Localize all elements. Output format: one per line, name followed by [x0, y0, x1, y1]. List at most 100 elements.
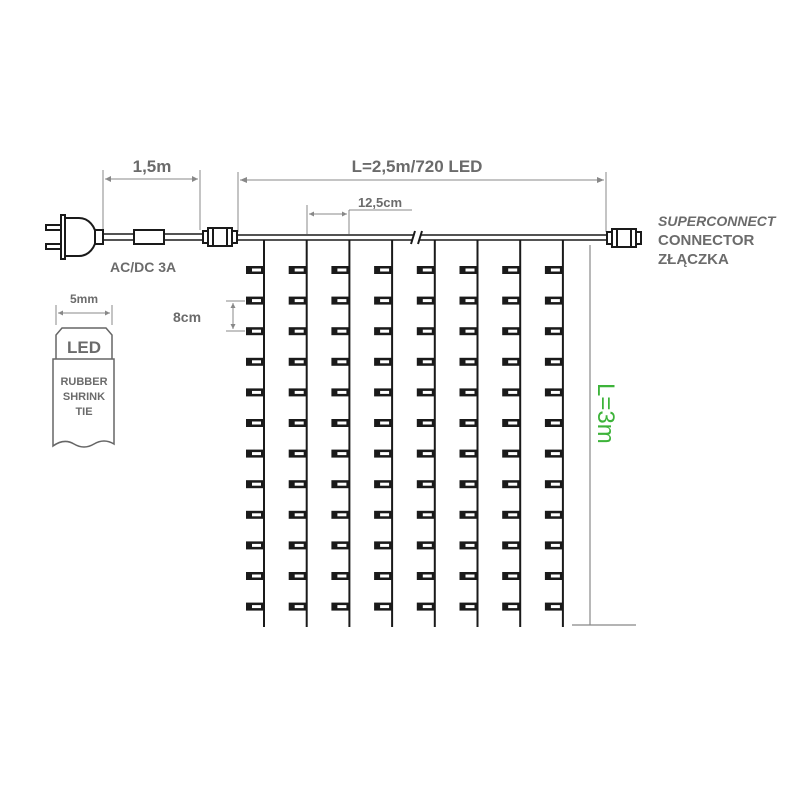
- led-bulb-icon: [374, 419, 393, 427]
- led-bulb-icon: [459, 388, 478, 397]
- led-bulb-icon: [459, 357, 478, 366]
- led-bulb-icon: [331, 327, 350, 336]
- led-slot: [550, 360, 560, 364]
- led-slot: [422, 605, 432, 609]
- led-slot: [508, 329, 518, 333]
- led-detail-led-label: LED: [67, 338, 101, 357]
- led-bulb-icon: [416, 327, 435, 336]
- led-slot: [465, 390, 475, 394]
- led-bulb-icon: [459, 572, 478, 580]
- led-bulb-icon: [374, 449, 393, 458]
- led-bulb-icon: [246, 419, 264, 427]
- led-slot: [422, 574, 432, 578]
- led-bulb-icon: [416, 357, 435, 366]
- led-width: 5mm: [70, 292, 98, 306]
- led-slot: [337, 513, 347, 517]
- led-bulb-icon: [416, 572, 435, 580]
- led-bulb-icon: [502, 327, 521, 336]
- led-slot: [508, 605, 518, 609]
- led-slot: [508, 513, 518, 517]
- led-bulb-icon: [459, 480, 478, 489]
- led-bulb-icon: [502, 296, 521, 305]
- led-strand: [459, 240, 479, 627]
- led-slot: [465, 482, 475, 486]
- led-bulb-icon: [374, 602, 393, 611]
- led-slot: [294, 329, 304, 333]
- led-slot: [422, 360, 432, 364]
- led-slot: [465, 543, 475, 547]
- led-strand: [544, 240, 564, 627]
- led-bulb-icon: [459, 296, 478, 305]
- led-bulb-icon: [502, 602, 521, 611]
- led-bulb-icon: [544, 541, 563, 550]
- led-slot: [465, 329, 475, 333]
- led-bulb-icon: [288, 327, 307, 336]
- led-slot: [465, 268, 475, 272]
- led-strand: [502, 240, 522, 627]
- led-bulb-icon: [246, 480, 264, 489]
- led-slot: [465, 360, 475, 364]
- led-bulb-icon: [246, 449, 264, 458]
- led-slot: [465, 513, 475, 517]
- led-bulb-icon: [416, 510, 435, 519]
- led-bulb-icon: [246, 388, 264, 397]
- led-slot: [252, 543, 261, 547]
- led-slot: [380, 360, 390, 364]
- led-bulb-icon: [246, 266, 264, 274]
- led-bulb-icon: [288, 357, 307, 366]
- led-bulb-icon: [459, 419, 478, 427]
- led-bulb-icon: [459, 510, 478, 519]
- led-bulb-icon: [502, 357, 521, 366]
- led-slot: [252, 360, 261, 364]
- led-slot: [294, 421, 304, 425]
- led-slot: [422, 543, 432, 547]
- led-slot: [337, 452, 347, 456]
- led-slot: [337, 390, 347, 394]
- strand-length: L=3m: [592, 383, 619, 444]
- led-bulb-icon: [331, 388, 350, 397]
- led-bulb-icon: [246, 541, 264, 550]
- led-bulb-icon: [288, 602, 307, 611]
- led-bulb-icon: [502, 266, 521, 274]
- led-spacing: 8cm: [173, 309, 201, 325]
- led-slot: [294, 482, 304, 486]
- led-slot: [252, 421, 261, 425]
- led-strand: [416, 240, 436, 627]
- led-bulb-icon: [288, 419, 307, 427]
- led-slot: [550, 574, 560, 578]
- led-bulb-icon: [288, 480, 307, 489]
- led-bulb-icon: [416, 602, 435, 611]
- led-bulb-icon: [331, 541, 350, 550]
- led-bulb-icon: [544, 357, 563, 366]
- led-bulb-icon: [502, 480, 521, 489]
- led-bulb-icon: [246, 327, 264, 336]
- led-slot: [550, 329, 560, 333]
- led-slot: [294, 360, 304, 364]
- led-slot: [465, 421, 475, 425]
- led-bulb-icon: [288, 266, 307, 274]
- led-bulb-icon: [288, 572, 307, 580]
- led-slot: [550, 268, 560, 272]
- led-bulb-icon: [502, 388, 521, 397]
- led-slot: [380, 605, 390, 609]
- strand-spacing-dimension: [306, 205, 412, 234]
- led-bulb-icon: [288, 510, 307, 519]
- led-bulb-icon: [544, 510, 563, 519]
- led-bulb-icon: [502, 541, 521, 550]
- tie-label-line2: SHRINK: [63, 391, 105, 403]
- led-slot: [508, 482, 518, 486]
- led-slot: [550, 452, 560, 456]
- led-bulb-icon: [374, 388, 393, 397]
- led-slot: [422, 329, 432, 333]
- main-length: L=2,5m/720 LED: [352, 157, 483, 176]
- led-slot: [252, 268, 261, 272]
- led-slot: [337, 482, 347, 486]
- led-bulb-icon: [374, 357, 393, 366]
- led-strand: [331, 240, 351, 627]
- main-cable: [237, 230, 608, 245]
- led-slot: [550, 390, 560, 394]
- led-slot: [465, 605, 475, 609]
- led-bulb-icon: [459, 266, 478, 274]
- tie-label-line1: RUBBER: [60, 376, 107, 388]
- led-slot: [380, 513, 390, 517]
